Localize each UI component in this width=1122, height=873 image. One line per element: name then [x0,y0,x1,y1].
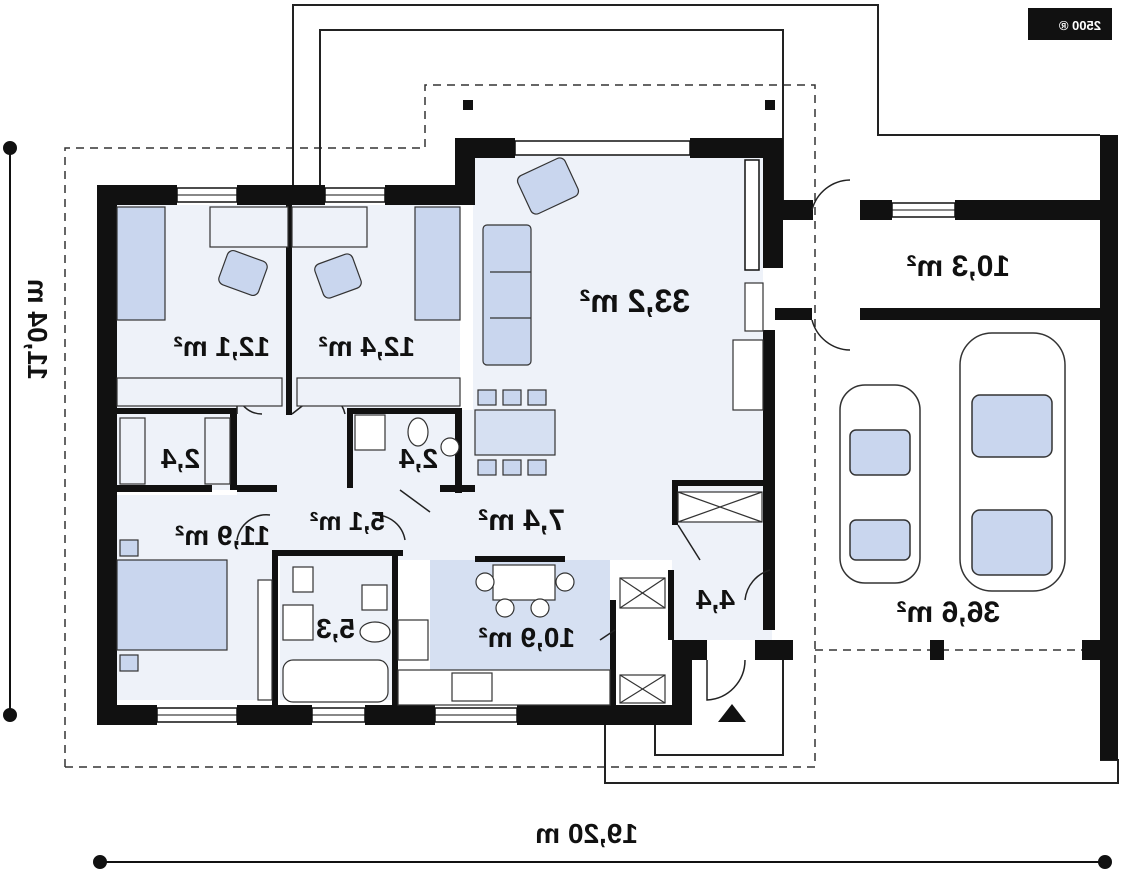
wardrobe-icon [296,377,461,407]
washbasin-icon [440,437,460,457]
room-area-utility: 10,3 m² [907,250,1010,283]
room-area-bedroom-2: 12,4 m² [319,331,416,362]
washbasin-icon [282,604,314,641]
walls [97,135,1118,760]
room-area-bedroom-3: 11,9 m² [175,520,270,551]
badge [1028,8,1112,40]
bathtub-icon [282,659,389,703]
roof-outline [64,84,1100,768]
appliance-icon [744,282,764,332]
toilet-icon [407,417,429,447]
room-area-corridor: 7,4 m² [478,504,565,537]
room-area-bedroom-1: 12,1 m² [174,331,271,362]
toilet-icon [359,621,391,643]
boiler-icon [732,339,764,411]
kitchen-counter-icon [397,669,611,706]
room-area-wc: 2,4 [399,443,438,474]
cars [839,332,1066,592]
room-area-bathroom: 5,3 [316,613,355,644]
desk-icon [291,206,368,248]
armchair-icon [314,253,362,299]
room-area-living-room: 33,2 m² [580,283,690,319]
room-area-garage: 36,6 m² [897,596,1000,629]
bed-icon [414,206,461,321]
desk-icon [209,206,289,248]
shower-icon [354,414,386,451]
entrance-arrow-icon [718,704,746,722]
furniture [116,157,764,706]
roof-posts [463,100,775,110]
room-area-vestibule: 4,4 [696,584,735,615]
sink-icon [451,672,493,702]
wardrobe-icon [116,377,283,407]
wardrobe-icon [204,417,231,485]
room-area-hall: 5,1 m² [310,506,385,536]
armchair-icon [516,157,580,215]
wardrobe-icon [119,417,146,485]
room-area-kitchen: 10,9 m² [479,622,576,653]
bed-icon [116,206,166,321]
dimension-width: 19,20 m [535,818,638,849]
armchair-icon [218,249,268,297]
dimension-lines [3,141,1112,869]
dining-table-icon [474,409,556,456]
badge-text: 2500 ® [1058,18,1101,33]
dimension-depth: 11,04 m [22,279,53,380]
kitchen-table-icon [492,564,556,601]
window-sills [157,194,955,716]
bed-icon [116,559,228,651]
stove-icon [397,619,429,661]
room-area-wardrobe: 2,4 [161,443,200,474]
room-labels: 12,1 m² 12,4 m² 33,2 m² 10,3 m² 2,4 2,4 … [161,250,1010,653]
sofa-icon [482,224,532,366]
